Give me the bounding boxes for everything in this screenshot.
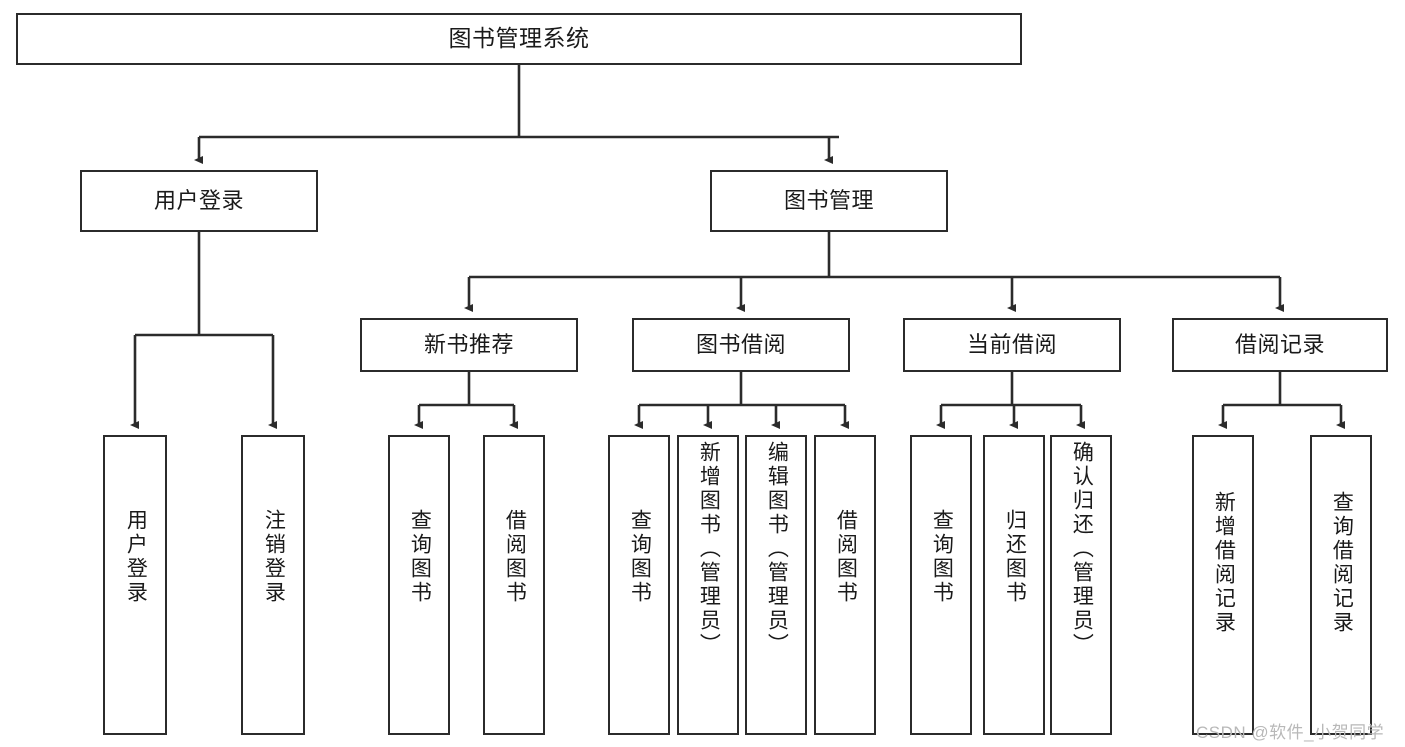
node-leaf-add-record[interactable]: 新增借阅记录 bbox=[1192, 435, 1254, 735]
node-borrow-record[interactable]: 借阅记录 bbox=[1172, 318, 1388, 372]
node-user-login[interactable]: 用户登录 bbox=[80, 170, 318, 232]
node-leaf-return-book[interactable]: 归还图书 bbox=[983, 435, 1045, 735]
node-label: 查询图书 bbox=[628, 509, 652, 605]
node-book-manage[interactable]: 图书管理 bbox=[710, 170, 948, 232]
node-label: 当前借阅 bbox=[966, 332, 1057, 358]
node-label: 查询图书 bbox=[408, 509, 432, 605]
node-label: 用户登录 bbox=[153, 188, 244, 214]
node-root-system[interactable]: 图书管理系统 bbox=[16, 13, 1022, 65]
node-leaf-user-logout[interactable]: 注销登录 bbox=[241, 435, 305, 735]
node-label: 归还图书 bbox=[1003, 509, 1027, 605]
node-new-book-recommend[interactable]: 新书推荐 bbox=[360, 318, 578, 372]
node-leaf-user-login[interactable]: 用户登录 bbox=[103, 435, 167, 735]
csdn-watermark: CSDN @软件_小贺同学 bbox=[1196, 723, 1385, 742]
node-label: 用户登录 bbox=[124, 509, 148, 605]
node-label: 新增借阅记录 bbox=[1212, 491, 1236, 635]
node-label: 新增图书（管理员） bbox=[697, 441, 721, 657]
node-label: 图书管理系统 bbox=[448, 25, 590, 52]
node-leaf-query-book-3[interactable]: 查询图书 bbox=[910, 435, 972, 735]
node-book-borrow[interactable]: 图书借阅 bbox=[632, 318, 850, 372]
node-label: 确认归还（管理员） bbox=[1070, 441, 1094, 657]
node-label: 编辑图书（管理员） bbox=[765, 441, 789, 657]
node-label: 注销登录 bbox=[262, 509, 286, 605]
node-leaf-confirm-return[interactable]: 确认归还（管理员） bbox=[1050, 435, 1112, 735]
node-label: 借阅记录 bbox=[1234, 332, 1325, 358]
node-leaf-borrow-book-2[interactable]: 借阅图书 bbox=[814, 435, 876, 735]
node-label: 借阅图书 bbox=[834, 509, 858, 605]
node-label: 图书管理 bbox=[783, 188, 874, 214]
node-leaf-add-book[interactable]: 新增图书（管理员） bbox=[677, 435, 739, 735]
node-leaf-borrow-book-1[interactable]: 借阅图书 bbox=[483, 435, 545, 735]
node-label: 新书推荐 bbox=[423, 332, 514, 358]
node-leaf-query-book-1[interactable]: 查询图书 bbox=[388, 435, 450, 735]
node-current-borrow[interactable]: 当前借阅 bbox=[903, 318, 1121, 372]
node-leaf-edit-book[interactable]: 编辑图书（管理员） bbox=[745, 435, 807, 735]
node-label: 图书借阅 bbox=[695, 332, 786, 358]
node-leaf-query-book-2[interactable]: 查询图书 bbox=[608, 435, 670, 735]
node-label: 借阅图书 bbox=[503, 509, 527, 605]
node-label: 查询图书 bbox=[930, 509, 954, 605]
node-leaf-query-record[interactable]: 查询借阅记录 bbox=[1310, 435, 1372, 735]
node-label: 查询借阅记录 bbox=[1330, 491, 1354, 635]
